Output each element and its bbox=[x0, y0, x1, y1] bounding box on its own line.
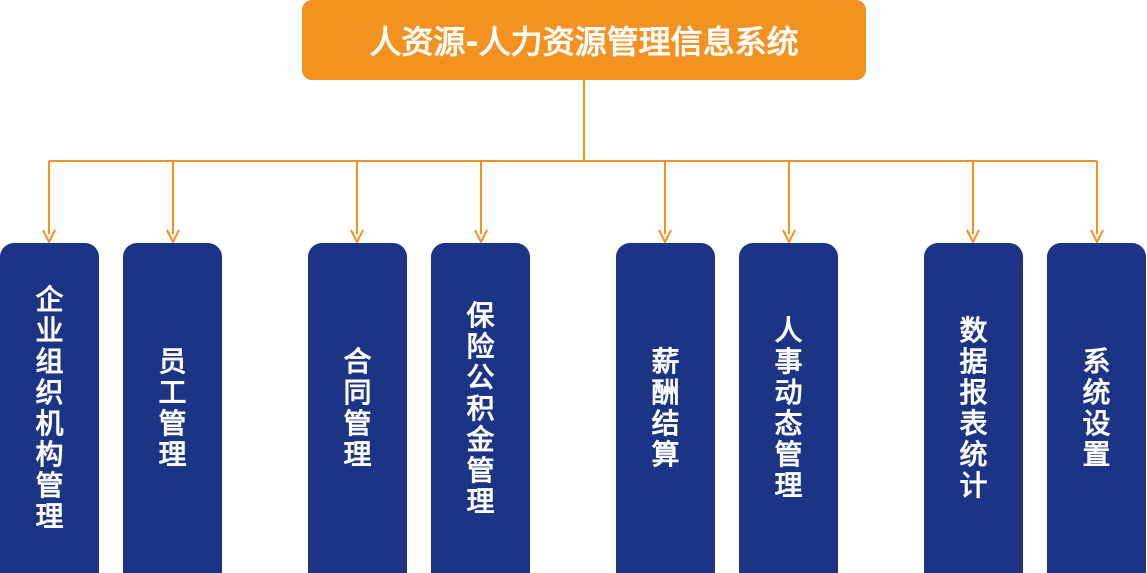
module-org-structure: 企业组织机构管理 bbox=[0, 243, 99, 573]
module-insurance-fund: 保险公积金管理 bbox=[431, 243, 530, 573]
module-personnel-changes: 人事动态管理 bbox=[739, 243, 838, 573]
arrowhead-icon bbox=[658, 229, 672, 245]
arrowhead-icon bbox=[350, 229, 364, 245]
module-contract: 合同管理 bbox=[308, 243, 407, 573]
module-employee: 员工管理 bbox=[123, 243, 222, 573]
module-label: 保险公积金管理 bbox=[466, 298, 495, 518]
arrowhead-icon bbox=[166, 229, 180, 245]
module-system-settings: 系统设置 bbox=[1047, 243, 1146, 573]
module-payroll: 薪酬结算 bbox=[616, 243, 715, 573]
arrowhead-icon bbox=[782, 229, 796, 245]
system-title-box: 人资源-人力资源管理信息系统 bbox=[302, 0, 866, 80]
module-label: 员工管理 bbox=[158, 345, 187, 471]
module-report-stats: 数据报表统计 bbox=[924, 243, 1023, 573]
arrowhead-icon bbox=[474, 229, 488, 245]
module-label: 薪酬结算 bbox=[651, 345, 680, 471]
module-label: 人事动态管理 bbox=[774, 314, 803, 502]
module-label: 数据报表统计 bbox=[959, 314, 988, 502]
module-label: 企业组织机构管理 bbox=[35, 283, 64, 533]
module-label: 合同管理 bbox=[343, 345, 372, 471]
arrowhead-icon bbox=[42, 229, 56, 245]
arrowhead-icon bbox=[1090, 229, 1104, 245]
system-title: 人资源-人力资源管理信息系统 bbox=[369, 23, 799, 61]
module-label: 系统设置 bbox=[1082, 345, 1111, 471]
arrowhead-icon bbox=[966, 229, 980, 245]
